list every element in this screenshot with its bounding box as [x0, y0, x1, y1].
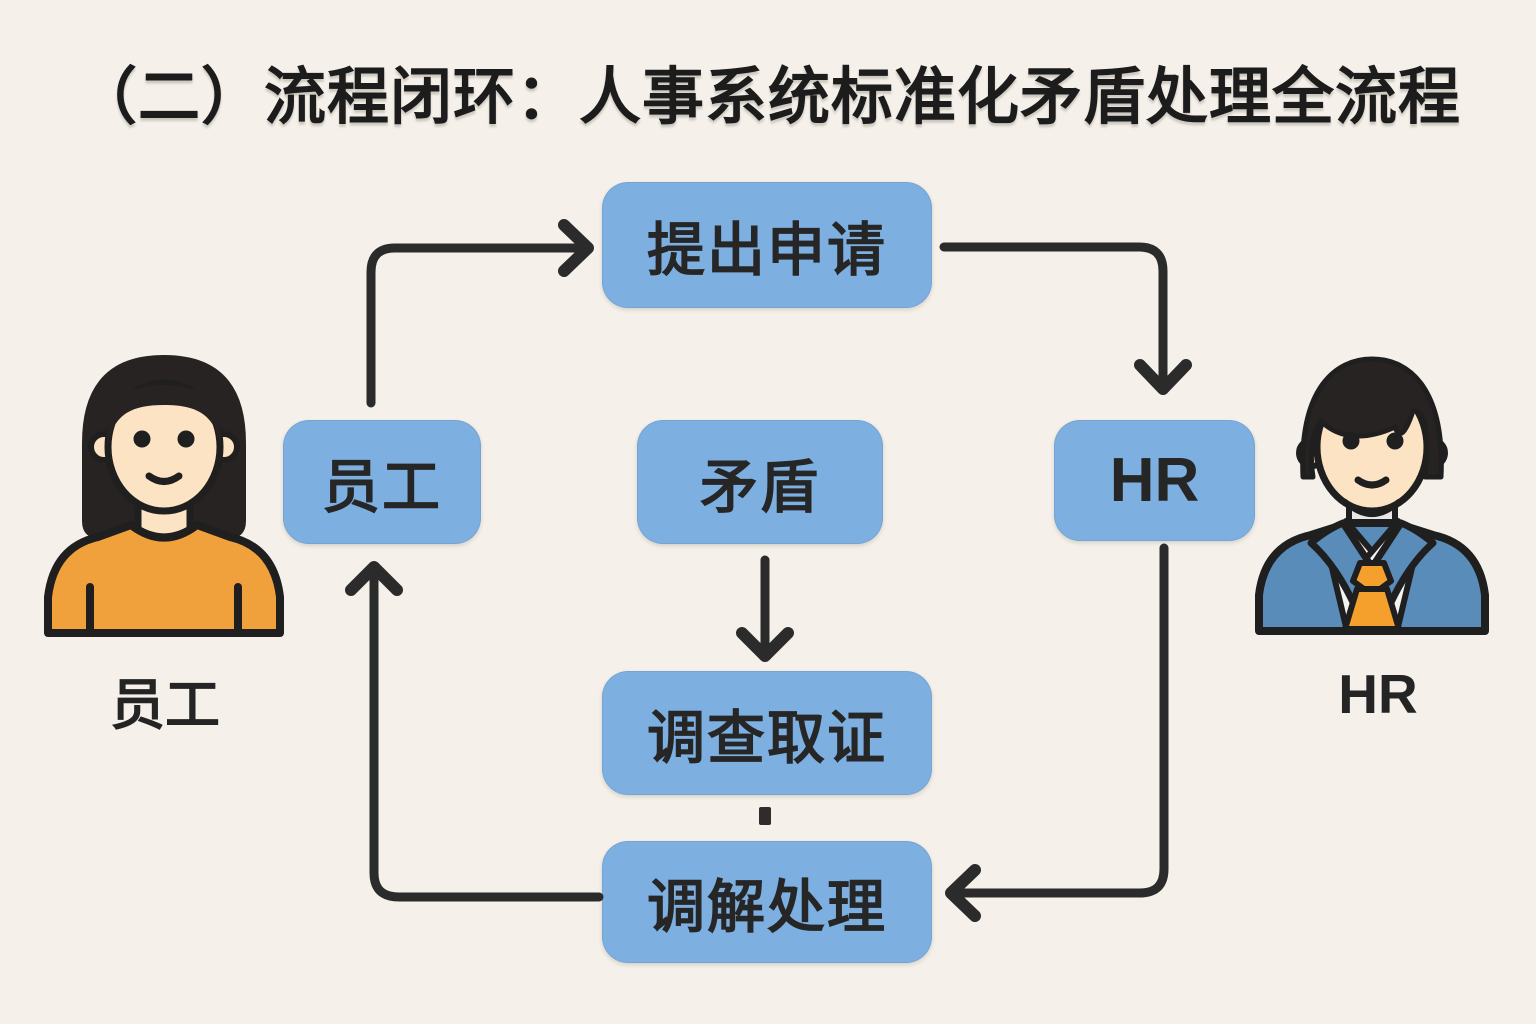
arrowhead-down-icon — [1134, 359, 1192, 395]
woman-fringe-icon — [106, 385, 222, 450]
flow-node-conflict: 矛盾 — [637, 420, 883, 544]
arrowhead-right-icon — [558, 219, 594, 277]
man-tie-icon — [1342, 586, 1402, 632]
flow-node-conflict-label: 矛盾 — [699, 455, 820, 520]
arrow-application-to-hr — [939, 242, 1192, 395]
dash-connector — [759, 807, 771, 825]
arrow-mediation-to-employee — [345, 561, 604, 902]
arrow-employee-to-application — [366, 219, 594, 408]
employee-caption: 员工 — [109, 674, 220, 736]
arrowhead-down-icon — [736, 627, 794, 662]
hr-caption: HR — [1338, 663, 1418, 725]
arrowhead-up-icon — [345, 561, 403, 596]
flow-node-employee-label: 员工 — [321, 455, 442, 520]
flow-node-investigation-label: 调查取证 — [646, 706, 887, 771]
flow-node-employee: 员工 — [283, 420, 481, 544]
flow-node-application: 提出申请 — [602, 182, 932, 308]
flow-node-hr: HR — [1054, 420, 1255, 541]
arrowhead-left-icon — [945, 864, 981, 922]
hr-avatar-illustration — [1253, 345, 1503, 635]
flow-node-application-label: 提出申请 — [646, 218, 887, 283]
woman-shirt-icon — [44, 521, 284, 637]
flow-node-mediation: 调解处理 — [602, 841, 932, 963]
flow-node-hr-label: HR — [1109, 446, 1200, 515]
arrow-hr-to-mediation — [945, 543, 1169, 922]
page-title: （二）流程闭环：人事系统标准化矛盾处理全流程 — [74, 63, 1461, 132]
arrow-conflict-to-investigation — [736, 555, 794, 662]
flow-node-mediation-label: 调解处理 — [646, 875, 887, 940]
man-hair-icon — [1300, 356, 1444, 480]
man-figure-icon — [1255, 356, 1489, 635]
woman-figure-icon — [44, 355, 284, 637]
flow-node-investigation: 调查取证 — [602, 671, 932, 795]
employee-avatar-illustration — [40, 345, 290, 637]
